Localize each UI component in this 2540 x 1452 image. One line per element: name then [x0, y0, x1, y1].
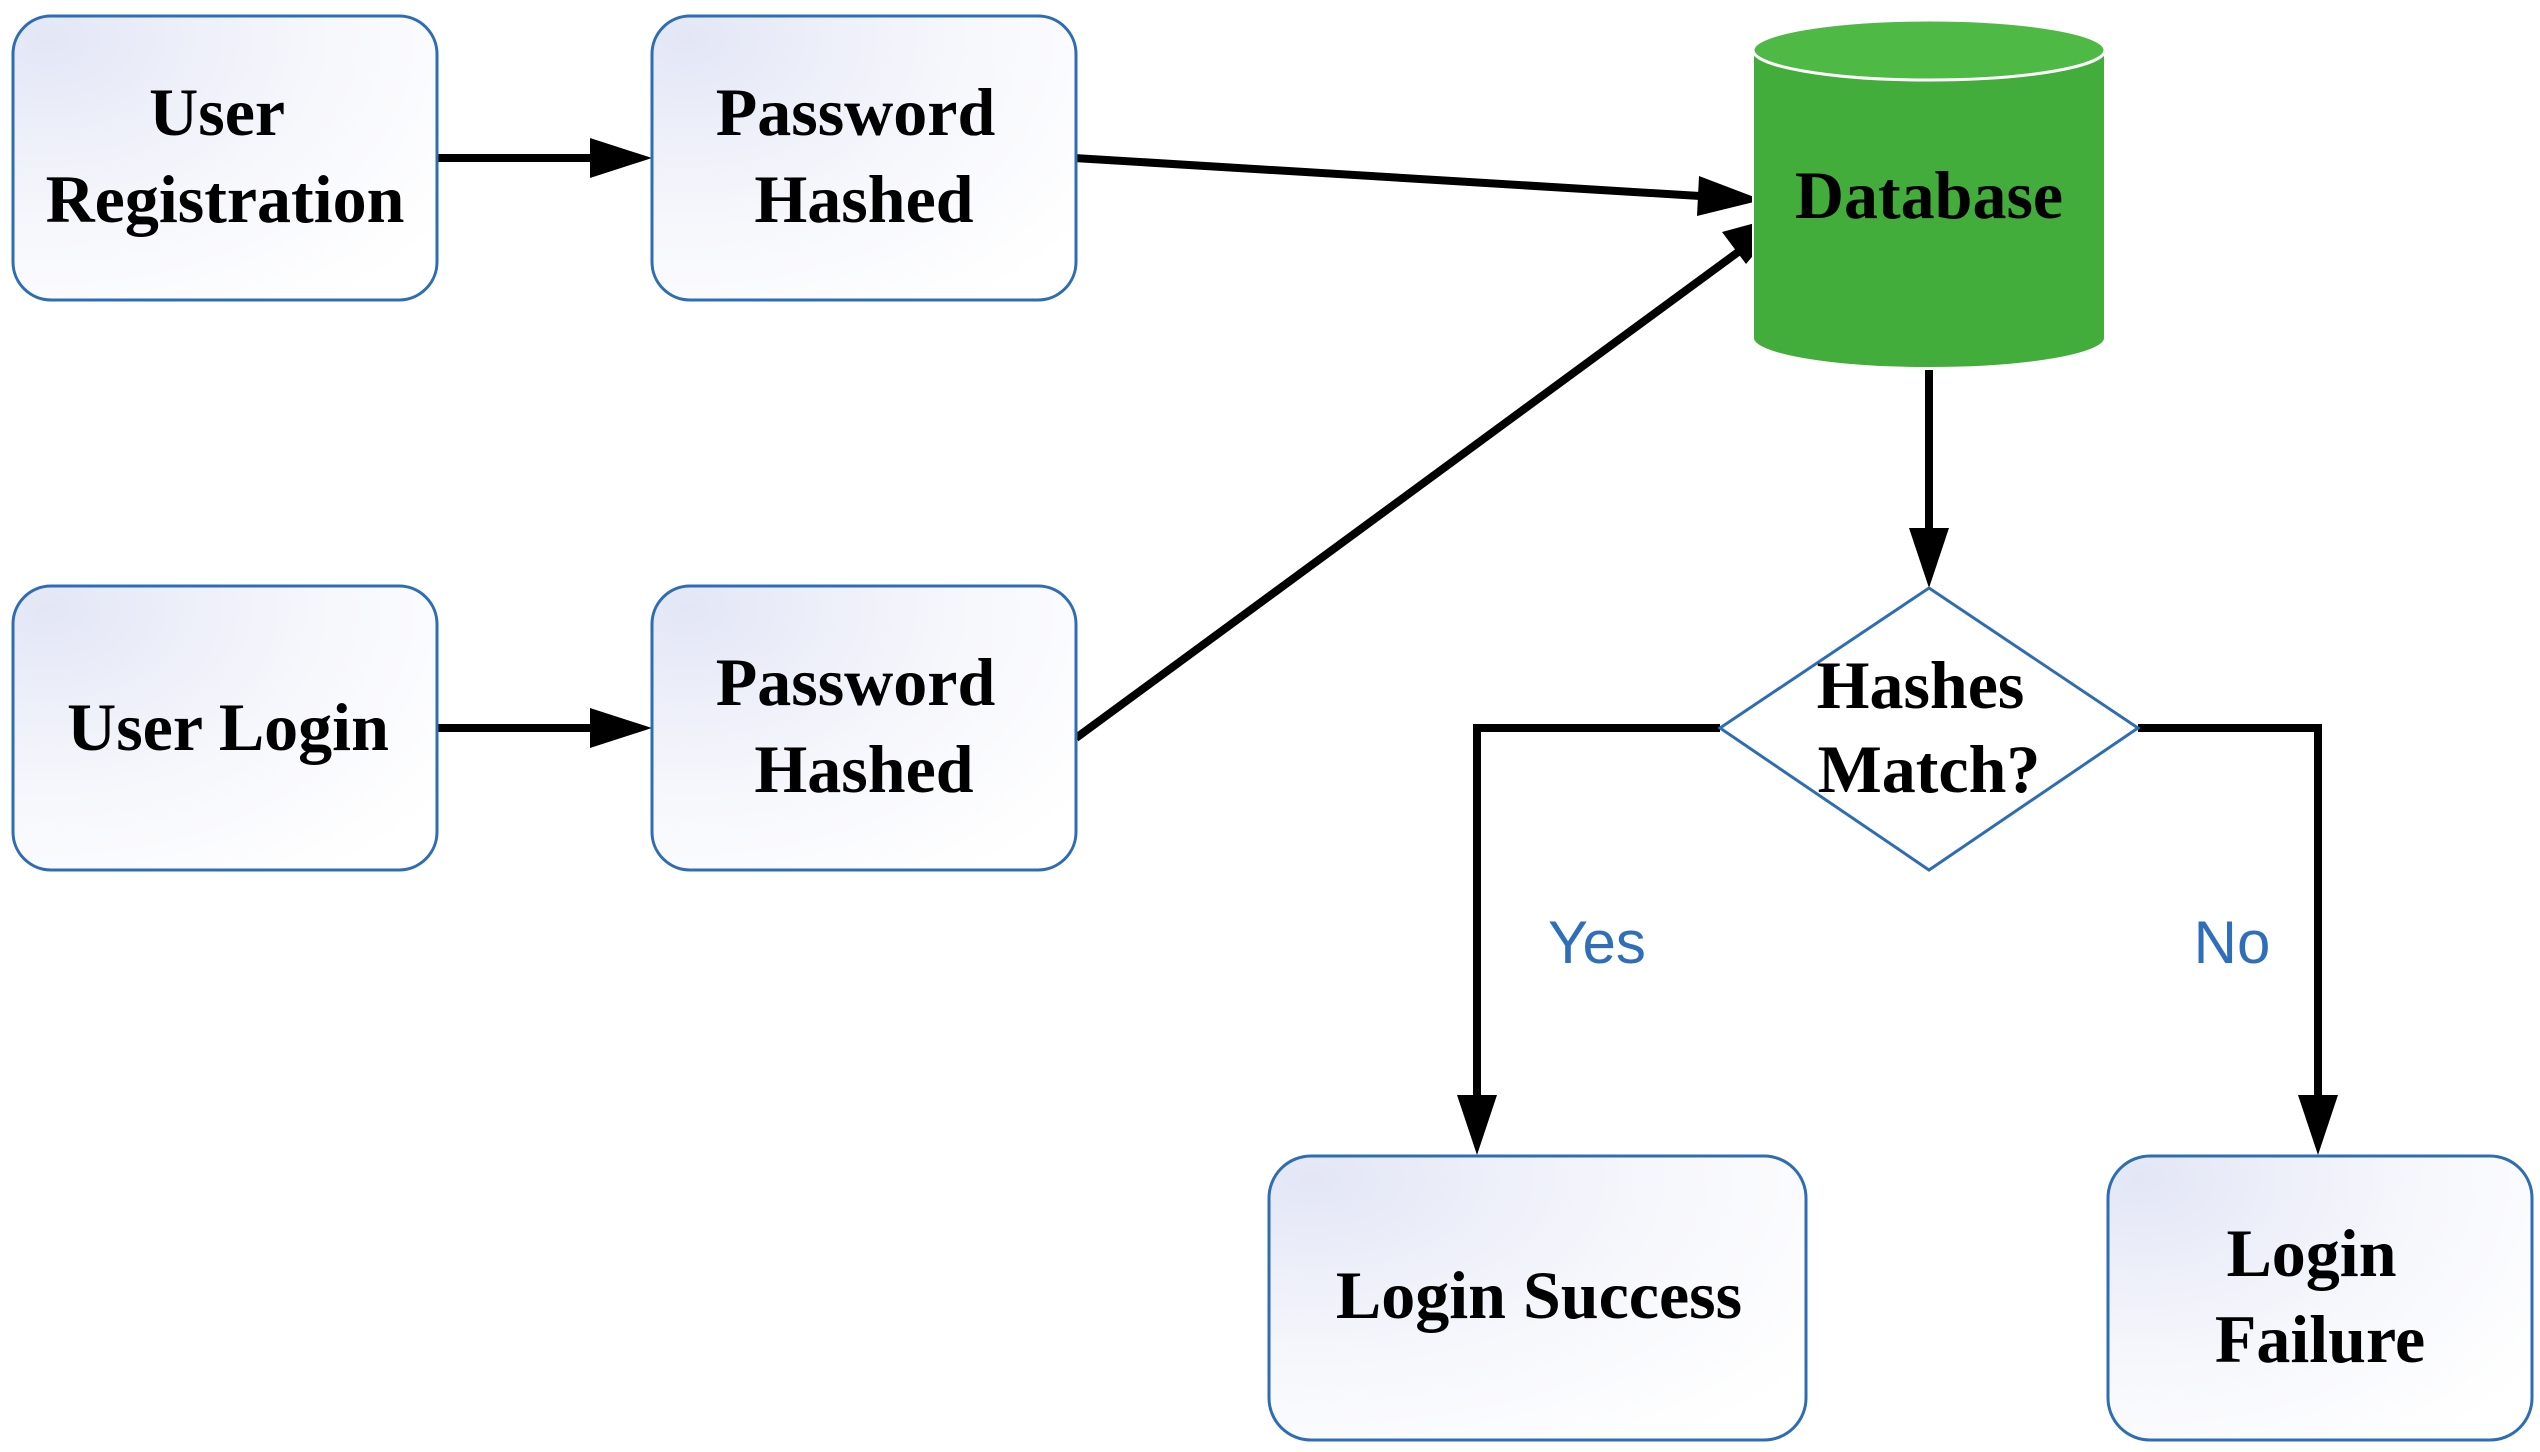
node-password-hashed-registration-line-2: Hashed [754, 161, 973, 237]
node-password-hashed-registration-label: Password Hashed [716, 74, 1013, 237]
node-database-label: Database [1795, 157, 2063, 233]
database-cylinder-top [1751, 18, 2107, 82]
node-login-success: Login Success [1267, 1154, 1808, 1442]
node-login-success-box [1267, 1154, 1808, 1442]
arrowhead-decision-to-success [1457, 1095, 1497, 1155]
node-login-failure-line-2: Failure [2215, 1301, 2425, 1377]
node-user-login: User Login [11, 584, 439, 872]
node-login-success-line-1: Login Success [1336, 1257, 1742, 1333]
node-user-login-box [11, 584, 439, 872]
node-hashes-match-line-1: Hashes [1817, 647, 2025, 723]
node-login-failure: Login Failure [2106, 1154, 2534, 1442]
node-hashes-match-line-2: Match? [1818, 731, 2041, 807]
node-user-registration-label: User Registration [46, 74, 405, 237]
arrow-hash-to-database [1073, 154, 1701, 200]
node-password-hashed-registration: Password Hashed [650, 14, 1078, 302]
node-user-registration-box [11, 14, 439, 302]
node-password-hashed-login-label: Password Hashed [716, 644, 1013, 807]
arrowhead-hash-to-database [1697, 176, 1762, 216]
node-login-failure-label: Login Failure [2215, 1215, 2425, 1377]
edge-label-no: No [2194, 909, 2271, 976]
node-password-hashed-registration-line-1: Password [716, 74, 996, 150]
node-hashes-match: Hashes Match? [1717, 586, 2141, 872]
node-login-failure-line-1: Login [2226, 1215, 2396, 1291]
arrow-decision-to-failure [2138, 724, 2322, 1095]
node-password-hashed-login-line-2: Hashed [754, 731, 973, 807]
edge-label-yes: Yes [1548, 909, 1646, 976]
node-hashes-match-label: Hashes Match? [1817, 647, 2042, 807]
node-user-registration: User Registration [11, 14, 439, 302]
arrowhead-decision-to-failure [2298, 1095, 2338, 1155]
node-password-hashed-login-box [650, 584, 1078, 872]
decision-diamond [1717, 586, 2141, 872]
arrowhead-registration-to-hash [590, 138, 652, 178]
node-password-hashed-login: Password Hashed [650, 584, 1078, 872]
node-password-hashed-registration-box [650, 14, 1078, 302]
node-password-hashed-login-line-1: Password [716, 644, 996, 720]
node-login-failure-box [2106, 1154, 2534, 1442]
node-database: Database [1751, 18, 2107, 369]
node-user-login-label: User Login [67, 689, 389, 765]
arrow-loginhash-to-database [1073, 243, 1748, 742]
node-login-success-label: Login Success [1336, 1257, 1742, 1333]
arrowhead-login-to-hash [590, 708, 652, 748]
arrows [437, 138, 2338, 1155]
node-user-registration-line-2: Registration [46, 161, 405, 237]
node-user-registration-line-1: User [149, 74, 284, 150]
arrow-decision-to-success [1473, 724, 1720, 1095]
database-cylinder-body [1752, 49, 2106, 369]
arrowhead-database-to-decision [1909, 528, 1949, 588]
node-user-login-line-1: User Login [67, 689, 389, 765]
